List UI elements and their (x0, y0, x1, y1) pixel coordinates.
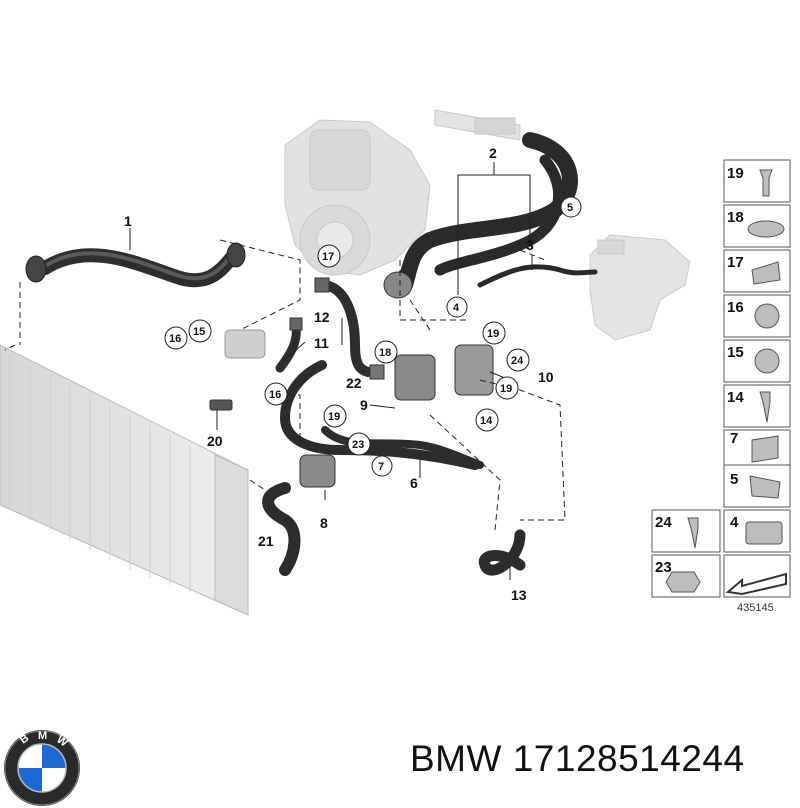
plain-callouts: 1 2 3 6 8 9 10 11 12 13 20 21 22 (124, 145, 554, 603)
callout-10: 10 (538, 369, 554, 385)
circled-callouts (164, 196, 582, 477)
callout-4: 4 (453, 302, 460, 314)
fastener-legend: 19 18 17 16 15 14 7 5 24 4 23 435145 (651, 159, 791, 614)
callout-5: 5 (567, 202, 573, 214)
svg-text:M: M (38, 730, 47, 742)
callout-7: 7 (378, 461, 384, 473)
brand-part-number: BMW 17128514244 (410, 738, 745, 780)
legend-23: 23 (655, 559, 672, 576)
legend-17: 17 (727, 254, 744, 271)
callout-6: 6 (410, 475, 418, 491)
part-number-value: 17128514244 (512, 738, 745, 779)
radiator (0, 344, 249, 616)
legend-5: 5 (730, 471, 738, 488)
callout-24: 24 (511, 355, 524, 367)
callout-2: 2 (489, 145, 497, 161)
callout-23: 23 (352, 439, 364, 451)
legend-16: 16 (727, 299, 744, 316)
callout-3: 3 (526, 237, 534, 253)
legend-15: 15 (727, 344, 744, 361)
brand-name: BMW (410, 738, 502, 779)
engine-ghost (284, 109, 521, 276)
callout-9: 9 (360, 397, 368, 413)
expansion-tank (589, 234, 691, 341)
callout-19-b: 19 (500, 383, 512, 395)
leader-lines (129, 162, 533, 580)
callout-12: 12 (314, 309, 330, 325)
callout-11: 11 (314, 335, 329, 351)
callout-15: 15 (193, 326, 205, 338)
callout-17-a: 17 (322, 251, 334, 263)
circled-callout-labels: 5 4 17 16 15 16 18 19 24 19 14 19 23 7 (169, 202, 573, 473)
callout-21: 21 (258, 533, 274, 549)
bmw-logo: B M W (4, 730, 80, 806)
legend-24: 24 (655, 514, 672, 531)
legend-7: 7 (730, 430, 738, 447)
callout-19-a: 19 (487, 328, 499, 340)
legend-18: 18 (727, 209, 744, 226)
legend-19: 19 (727, 165, 744, 182)
callout-13: 13 (511, 587, 527, 603)
callout-22: 22 (346, 375, 362, 391)
callout-16-b: 16 (269, 389, 281, 401)
callout-20: 20 (207, 433, 223, 449)
callout-16-a: 16 (169, 333, 181, 345)
callout-14: 14 (480, 415, 493, 427)
callout-8: 8 (320, 515, 328, 531)
callout-19-c: 19 (328, 411, 340, 423)
hoses (25, 132, 598, 576)
legend-4: 4 (730, 514, 739, 531)
legend-14: 14 (727, 389, 744, 406)
components (209, 277, 494, 488)
diagram-reference: 435145 (737, 602, 774, 614)
callout-18: 18 (379, 347, 391, 359)
callout-1: 1 (124, 213, 132, 229)
